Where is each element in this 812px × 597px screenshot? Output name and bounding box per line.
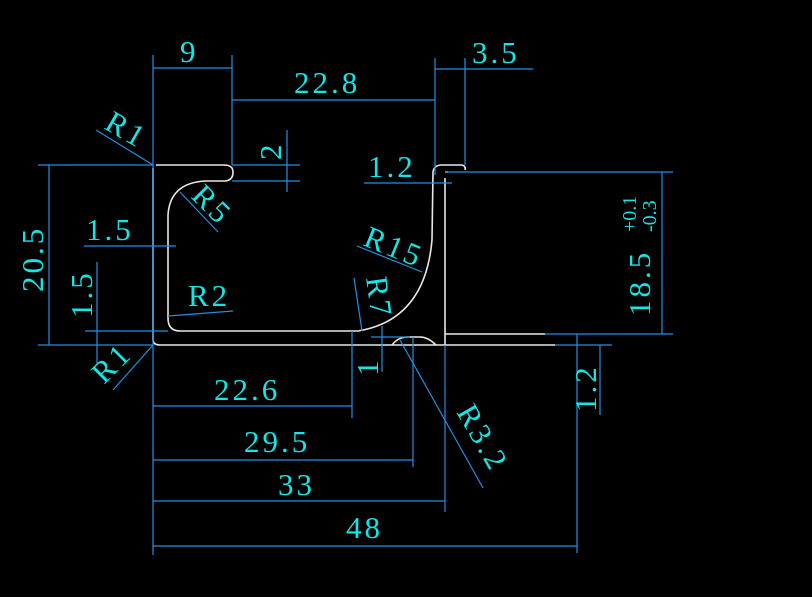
dim-1-5-bottom: 1.5 bbox=[64, 270, 99, 318]
radius-r1-top: R1 bbox=[100, 104, 154, 155]
radius-r3-2: R3.2 bbox=[450, 398, 516, 477]
dim-22-6: 22.6 bbox=[214, 372, 280, 407]
dim-18-5-with-tolerance: 18.5 +0.1 -0.3 bbox=[619, 196, 661, 316]
dim-48: 48 bbox=[346, 510, 383, 545]
dimension-labels: 9 22.8 3.5 2 1.2 20.5 1.5 1.5 R1 R5 R2 R… bbox=[15, 34, 661, 545]
dim-22-8: 22.8 bbox=[294, 65, 360, 100]
dim-29-5: 29.5 bbox=[244, 424, 310, 459]
dim-1: 1 bbox=[350, 358, 385, 377]
radius-r2: R2 bbox=[188, 278, 230, 313]
dim-1-2-bottom: 1.2 bbox=[568, 364, 603, 412]
radius-r1-bottom: R1 bbox=[84, 335, 139, 390]
radius-r5: R5 bbox=[185, 177, 240, 232]
dim-20-5: 20.5 bbox=[15, 226, 50, 292]
radius-r7: R7 bbox=[359, 274, 400, 321]
dim-2: 2 bbox=[253, 142, 288, 161]
dimension-lines bbox=[38, 55, 673, 555]
dim-9: 9 bbox=[180, 34, 199, 69]
dim-1-5-left: 1.5 bbox=[86, 212, 134, 247]
dim-1-2-top: 1.2 bbox=[368, 149, 416, 184]
dim-3-5: 3.5 bbox=[472, 35, 520, 70]
dim-33: 33 bbox=[278, 467, 315, 502]
dim-18-5: 18.5 bbox=[622, 250, 657, 316]
radius-r15: R15 bbox=[359, 219, 428, 274]
tolerance-lower: -0.3 bbox=[639, 200, 661, 232]
tolerance-upper: +0.1 bbox=[619, 196, 641, 232]
